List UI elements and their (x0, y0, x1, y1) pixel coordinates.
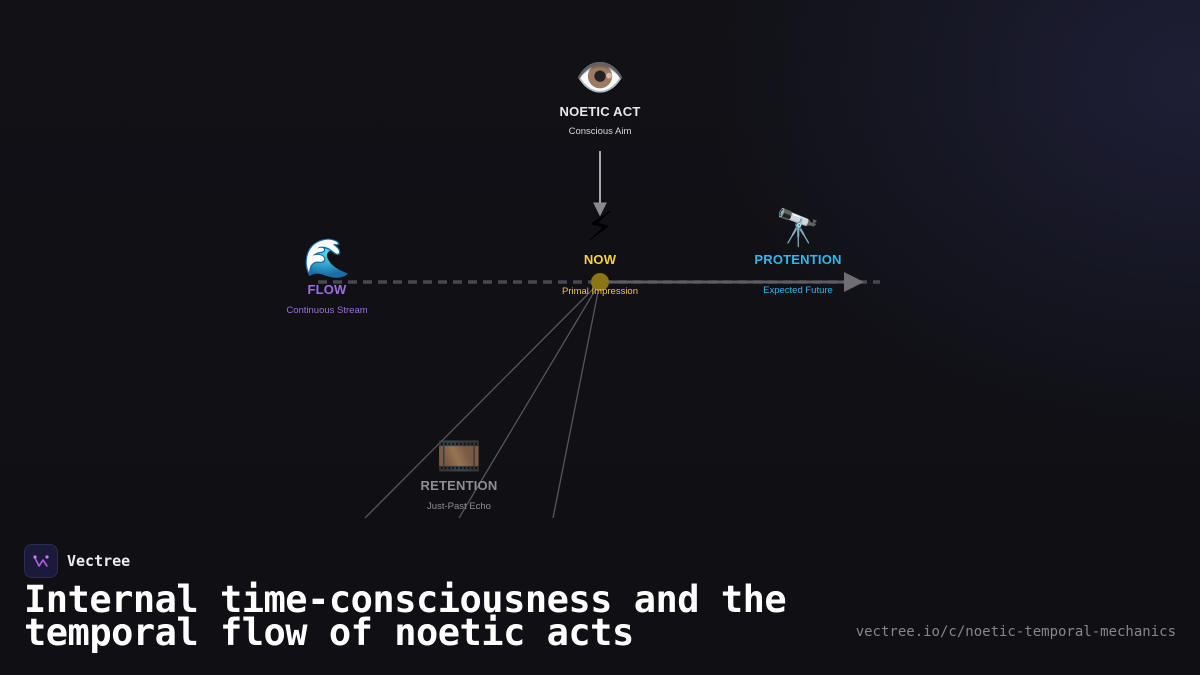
protention-title: PROTENTION (754, 252, 842, 267)
retention-fan-line-3 (552, 281, 601, 519)
brand-name: Vectree (67, 552, 131, 570)
now-subtitle: Primal Impression (561, 286, 639, 297)
now-title: NOW (583, 252, 617, 267)
protention-node: 🔭 PROTENTION Expected Future (754, 207, 842, 297)
now-point (591, 273, 609, 291)
retention-node: 🎞️ RETENTION Just-Past Echo (420, 435, 498, 513)
vectree-logo-icon (24, 544, 58, 578)
noetic-act-subtitle: Conscious Aim (568, 126, 632, 137)
flow-node: 🌊 FLOW Continuous Stream (286, 240, 367, 316)
eye-icon: 👁️ (575, 56, 625, 100)
wave-icon: 🌊 (303, 238, 351, 280)
protention-subtitle: Expected Future (763, 285, 833, 296)
noetic-act-node: 👁️ NOETIC ACT Conscious Aim (560, 58, 641, 137)
retention-title: RETENTION (420, 478, 498, 493)
page-url[interactable]: vectree.io/c/noetic-temporal-mechanics (855, 624, 1176, 640)
retention-subtitle: Just-Past Echo (427, 501, 491, 512)
flow-subtitle: Continuous Stream (286, 305, 368, 316)
telescope-icon: 🔭 (775, 207, 821, 248)
film-strip-icon: 🎞️ (436, 435, 482, 476)
retention-fan-line-2 (458, 281, 601, 519)
lightning-icon: ⚡ (585, 203, 615, 250)
retention-fan-line-1 (364, 281, 601, 519)
brand[interactable]: Vectree (24, 544, 130, 578)
flow-title: FLOW (307, 282, 347, 297)
noetic-act-title: NOETIC ACT (559, 104, 641, 119)
page-title: Internal time-consciousness and the temp… (24, 578, 787, 654)
now-node: ⚡ NOW Primal Impression (561, 203, 639, 298)
